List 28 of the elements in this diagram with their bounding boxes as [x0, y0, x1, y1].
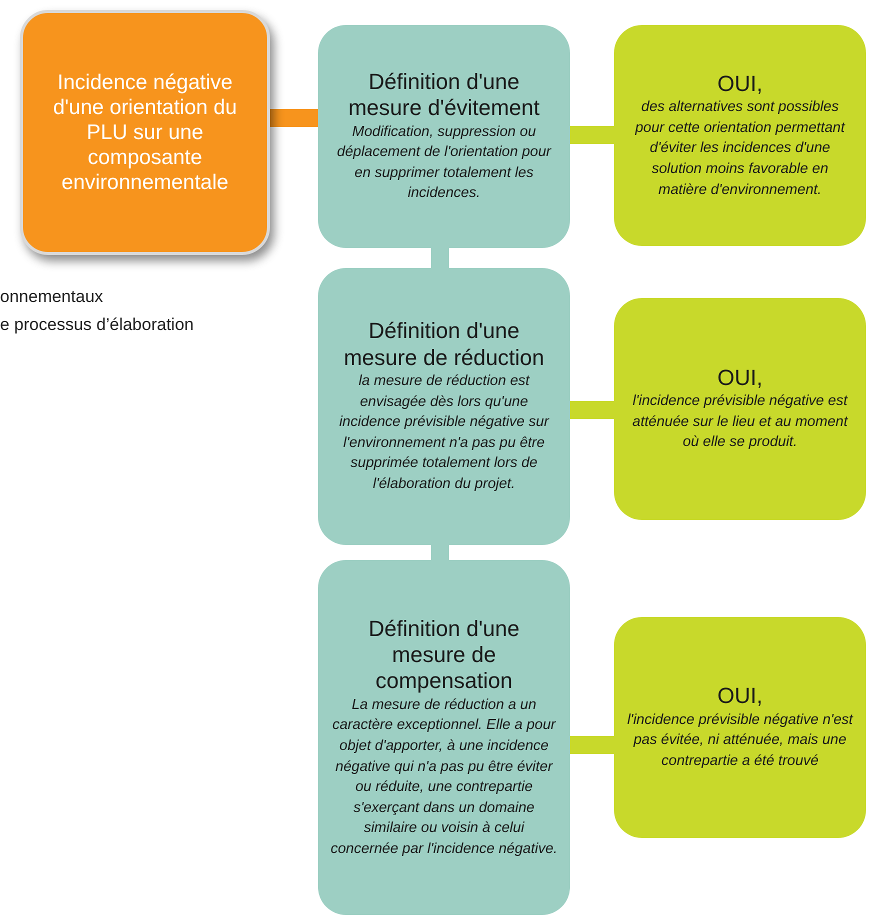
box-description: la mesure de réduction est envisagée dès lors qu'une incidence prévisible négative sur l'environnement n'a pas pu être supprimée totalement lors de l'élaboration du projet.	[338, 372, 550, 494]
box-heading: Définition d'une mesure de réduction	[342, 318, 546, 372]
connector-bar	[431, 248, 449, 268]
box-description: l'incidence prévisible négative est atténuée sur le lieu et au moment où elle se produit.	[631, 392, 849, 452]
measure-box	[318, 560, 570, 915]
box-description: La mesure de réduction a un caractère exceptionnel. Elle a pour objet d'apporter, à une incidence négative qui n'a pas pu être éviter ou réduite, une contrepartie s'exerçant dans un domaine similaire ou voisin à celui concernée par l'incidence négative.	[330, 696, 558, 859]
box-heading: Incidence négative d'une orientation du PLU sur une composante environnementale	[52, 70, 238, 196]
cut-off-text: onnementaux	[0, 287, 104, 307]
box-heading: OUI,	[717, 683, 763, 710]
box-description: Modification, suppression ou déplacement de l'orientation pour en supprimer totalement les incidences.	[336, 122, 552, 204]
box-description: l'incidence prévisible négative n'est pas évitée, ni atténuée, mais une contrepartie a été trouvé	[626, 710, 854, 771]
connector-bar	[270, 109, 318, 127]
box-heading: OUI,	[717, 364, 763, 392]
measure-box	[318, 25, 570, 248]
connector-bar	[570, 126, 614, 144]
measure-box	[318, 268, 570, 545]
box-heading: Définition d'une mesure de compensation	[368, 616, 520, 695]
answer-box	[614, 617, 866, 838]
box-heading: Définition d'une mesure d'évitement	[347, 68, 541, 122]
impact-box	[20, 10, 270, 255]
connector-bar	[570, 736, 614, 754]
answer-box	[614, 25, 866, 246]
answer-box	[614, 298, 866, 520]
connector-bar	[570, 401, 614, 419]
cut-off-text: e processus d’élaboration	[0, 315, 194, 335]
box-heading: OUI,	[717, 70, 763, 98]
connector-bar	[431, 545, 449, 560]
box-description: des alternatives sont possibles pour cette orientation permettant d'éviter les incidences d'une solution moins favorable en matière d'environnement.	[634, 98, 846, 200]
